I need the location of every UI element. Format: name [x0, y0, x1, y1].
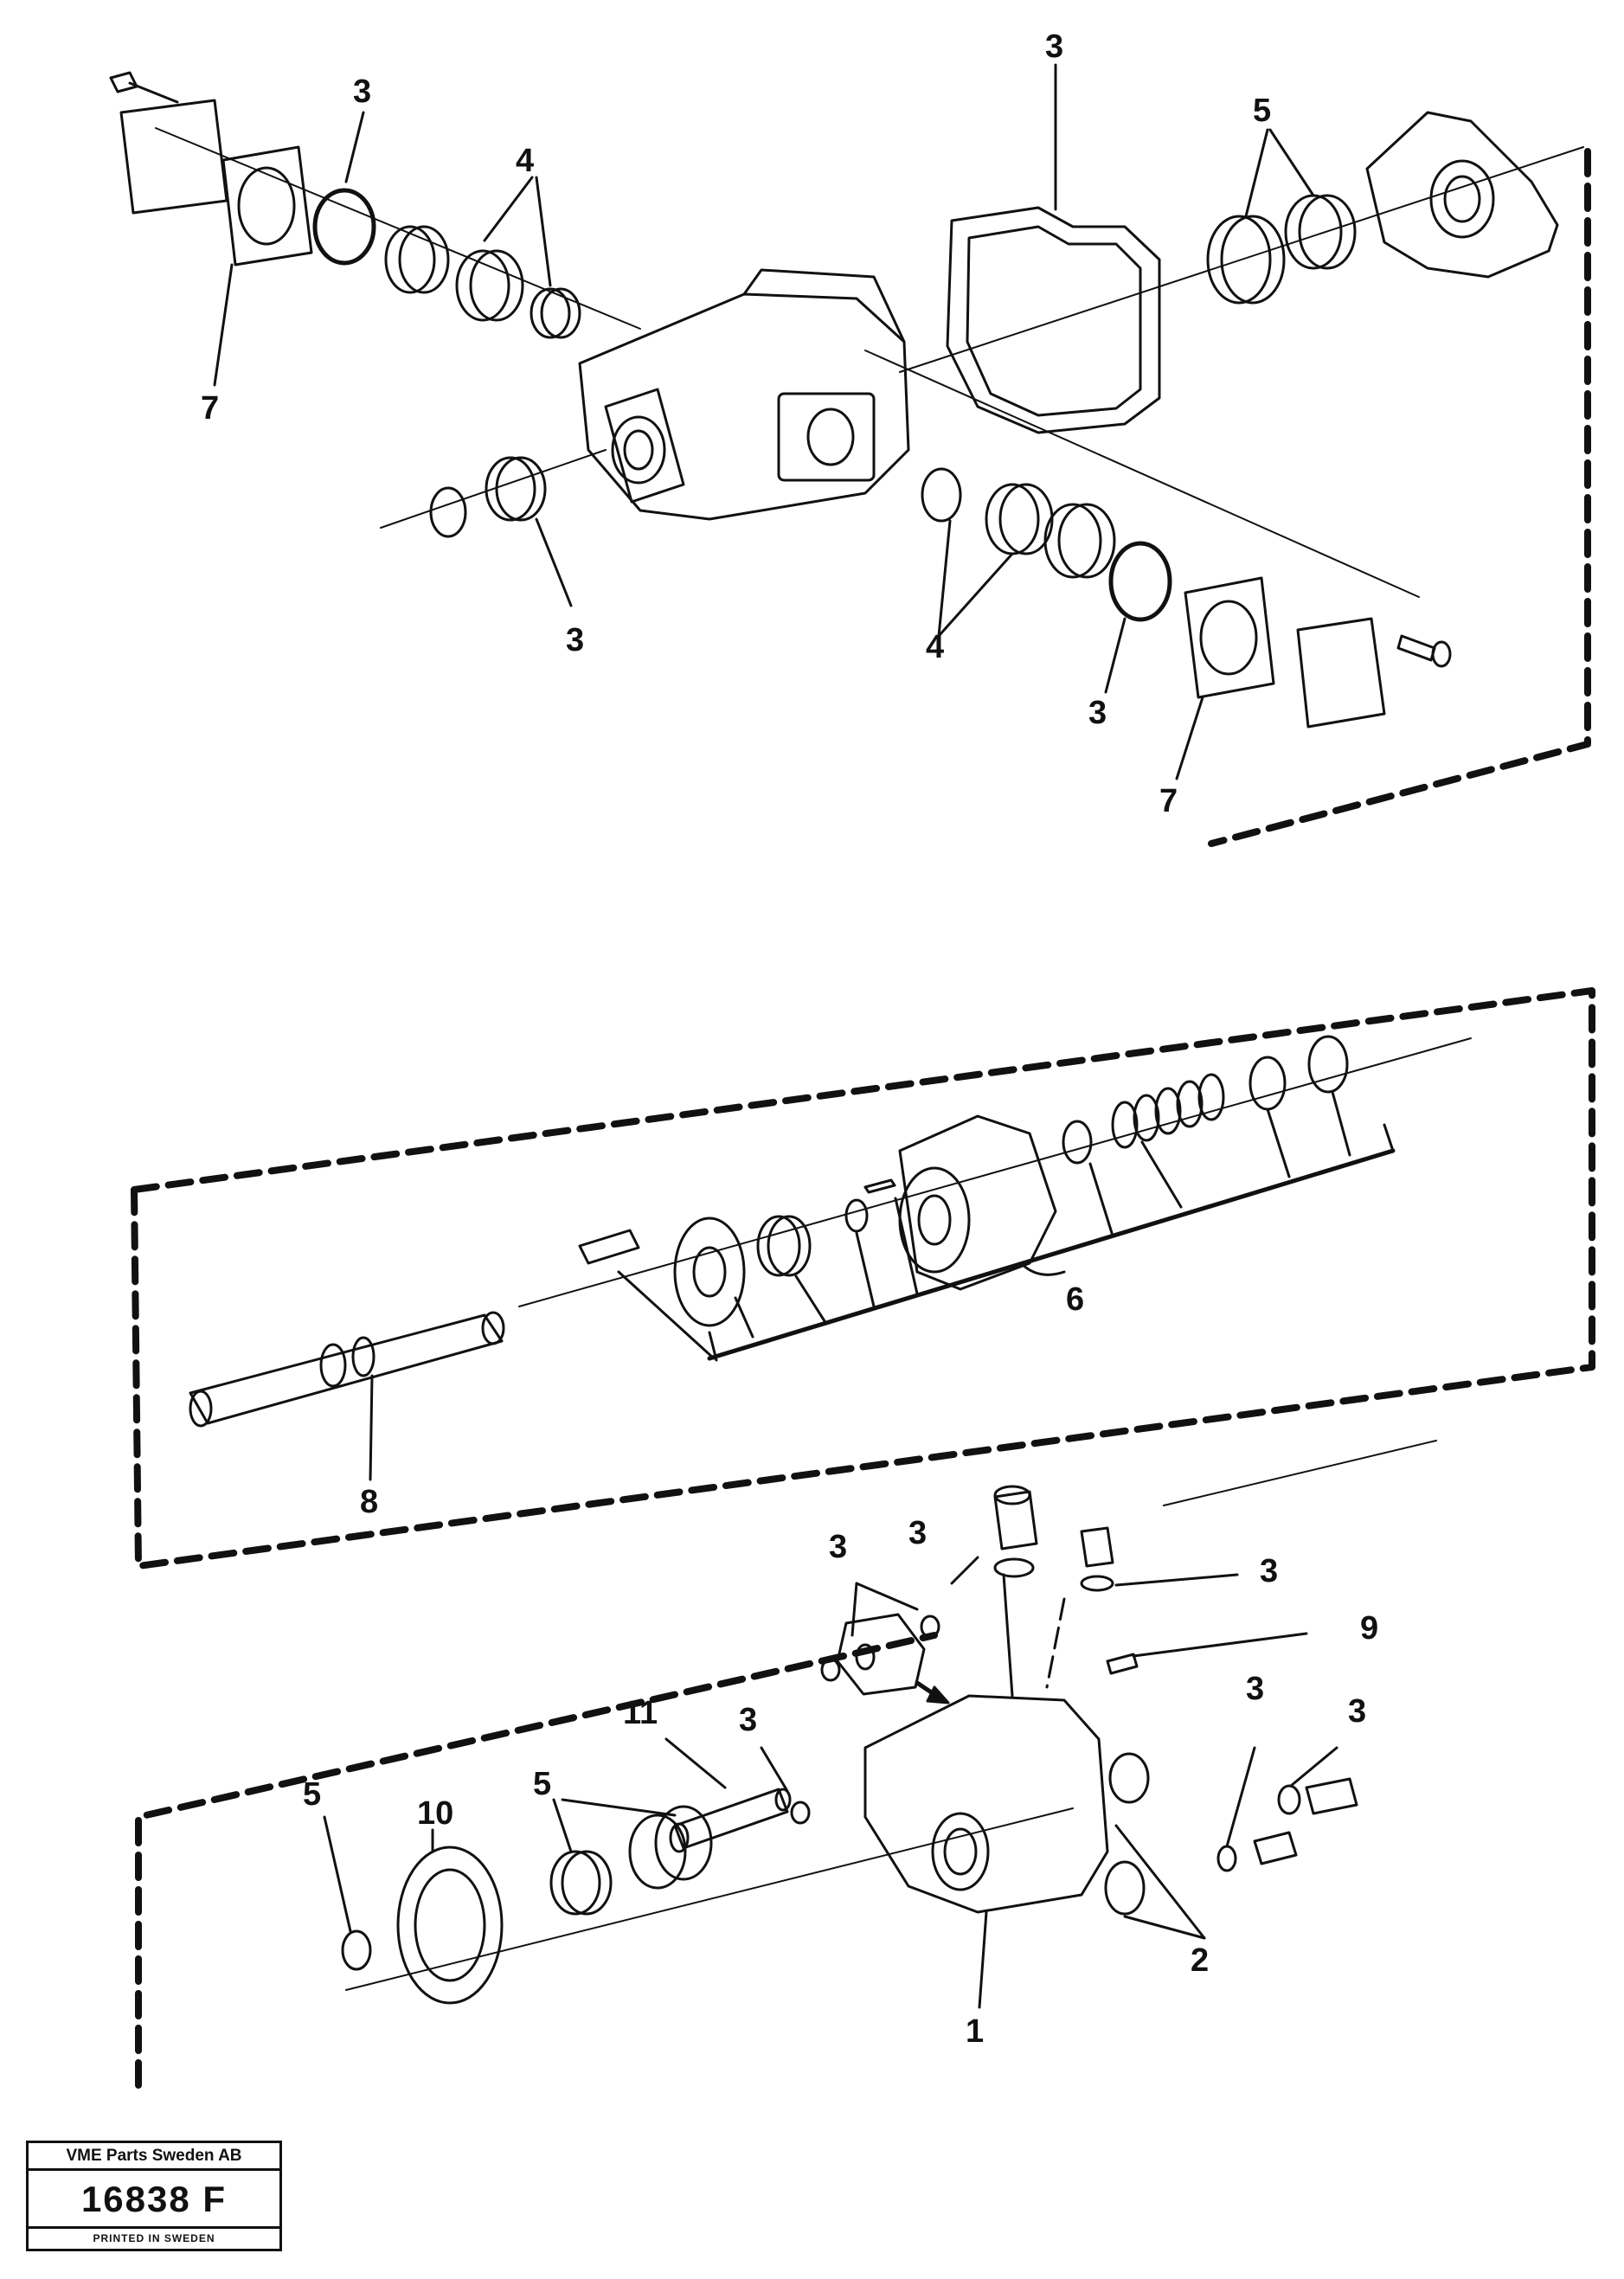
spool-11 [673, 1788, 789, 1850]
valve-plate-10 [396, 1846, 504, 2005]
flange-bore [237, 166, 296, 246]
callout-6: 6 [1066, 1281, 1084, 1318]
bolt-9 [1106, 1653, 1139, 1675]
o-ring-mid-right [1108, 541, 1172, 622]
pump-housing [578, 292, 910, 521]
stamp-drawing-number: 16838 F [80, 2179, 228, 2219]
stamp-company: VME Parts Sweden AB [29, 2143, 279, 2171]
bearing-cup-top-right [1206, 215, 1272, 305]
callout-8: 8 [360, 1484, 378, 1520]
parts-stamp: VME Parts Sweden AB 16838 F PRINTED IN S… [26, 2141, 282, 2251]
bolt-mid-right [1396, 634, 1436, 662]
callout-11: 11 [623, 1695, 658, 1731]
roller-bearing-mid [921, 467, 962, 523]
bearing-race-1 [384, 225, 436, 294]
callout-3: 3 [1088, 695, 1107, 731]
callout-3: 3 [1045, 29, 1063, 65]
callout-7: 7 [1159, 783, 1178, 819]
plug-right [1080, 1526, 1114, 1568]
callout-5: 5 [533, 1766, 551, 1802]
bushing-bottom [628, 1814, 687, 1890]
flange-top-left [221, 145, 313, 266]
cover-plate-top [119, 99, 228, 215]
bearing-race-2 [455, 249, 510, 322]
callout-1: 1 [966, 2013, 984, 2050]
callout-labels: 3 4 7 3 5 3 4 3 7 6 8 3 3 3 9 11 3 3 3 1… [201, 29, 1378, 2050]
housing-group [109, 63, 1591, 847]
needle-bearing [756, 1215, 801, 1277]
end-cover-group [135, 1440, 1437, 2089]
o-ring-top-left [312, 188, 376, 266]
retaining-ring [1307, 1035, 1349, 1094]
callout-9: 9 [1360, 1610, 1378, 1647]
plug-bottom-right-small [1253, 1831, 1298, 1865]
callout-5: 5 [1253, 93, 1271, 129]
bearing-race-mid-2 [1043, 503, 1102, 579]
callout-3: 3 [1260, 1553, 1278, 1589]
flange-mid-right [1184, 576, 1275, 699]
plug-bottom-right [1305, 1777, 1358, 1815]
plug-top [993, 1490, 1038, 1550]
bearing-5-small [341, 1929, 372, 1971]
stamp-printed-in: PRINTED IN SWEDEN [29, 2226, 279, 2249]
roller-bearing-bottom [549, 1850, 601, 1916]
washer [1062, 1120, 1093, 1165]
callout-3: 3 [566, 622, 584, 658]
adapter-plate [836, 1613, 926, 1696]
callout-3: 3 [739, 1702, 757, 1738]
roller-bearing-left [485, 456, 536, 522]
large-gasket [946, 206, 1161, 434]
bolt-top-left [109, 71, 138, 93]
spring-seat [1248, 1056, 1287, 1111]
callout-3: 3 [1348, 1693, 1366, 1730]
callout-3: 3 [353, 74, 371, 110]
callout-3: 3 [908, 1515, 927, 1551]
roller-bearing-top-right [1284, 194, 1343, 270]
rotating-group [131, 987, 1595, 1570]
callout-3: 3 [829, 1529, 847, 1565]
callout-4: 4 [516, 143, 534, 179]
callout-2: 2 [1191, 1942, 1209, 1979]
spring [1111, 1101, 1139, 1149]
valve-plate [673, 1217, 746, 1327]
end-cover [863, 1694, 1109, 1914]
cylinder-block [898, 1114, 1057, 1291]
bolt-middle [578, 1229, 640, 1265]
callout-10: 10 [417, 1795, 453, 1832]
snap-ring-left [429, 486, 467, 538]
callout-7: 7 [201, 390, 219, 427]
callout-4: 4 [926, 629, 944, 665]
cover-plate-mid-right [1296, 617, 1386, 729]
bearing-race-mid-1 [985, 483, 1040, 555]
drive-shaft [189, 1313, 504, 1425]
callout-3: 3 [1246, 1671, 1264, 1707]
callout-5: 5 [303, 1776, 321, 1813]
end-cap [1365, 111, 1559, 279]
roller-bearing-top [530, 287, 571, 339]
